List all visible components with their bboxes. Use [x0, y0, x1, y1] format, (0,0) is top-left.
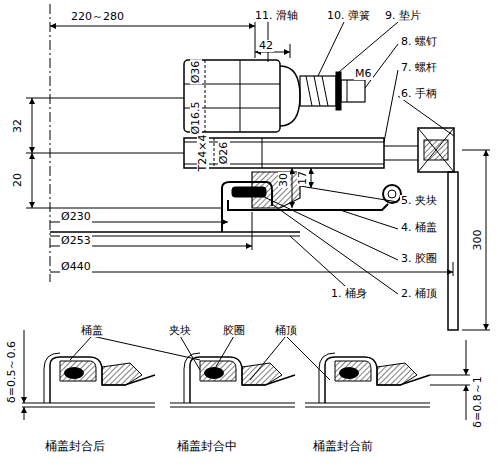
part-label: 8. 螺钉	[400, 36, 438, 48]
part-label: 11. 滑轴	[254, 10, 299, 22]
dimension-label: Ø36	[190, 60, 202, 85]
dimension-label: Ø253	[60, 235, 92, 247]
dimension-label: Ø230	[60, 211, 92, 223]
part-label: 2. 桶顶	[400, 288, 438, 300]
dimension-label: 30	[278, 172, 290, 188]
dimension-label: Ø16.5	[190, 100, 202, 135]
part-label: 夹块	[168, 325, 192, 337]
dimension-label: Ø440	[60, 261, 92, 273]
dimension-label: 17	[297, 170, 309, 186]
dimension-label: 32	[12, 118, 24, 134]
part-label: 1. 桶身	[330, 288, 368, 300]
view-caption: 桶盖封合后	[44, 440, 106, 453]
part-label: 3. 胶圈	[400, 253, 438, 265]
part-label: 胶圈	[222, 325, 246, 337]
dimension-label: δ=0.8～1	[472, 375, 484, 428]
part-label: 5. 夹块	[400, 195, 438, 207]
dimension-label: δ=0.5～0.6	[6, 340, 18, 404]
part-label: 桶顶	[274, 325, 298, 337]
dimension-label: 42	[258, 40, 274, 52]
dimension-label: 300	[472, 229, 484, 252]
part-label: 桶盖	[80, 325, 104, 337]
dimension-label: 20	[12, 172, 24, 188]
part-label: 7. 螺杆	[400, 62, 438, 74]
dimension-label: 220～280	[70, 11, 125, 23]
view-caption: 桶盖封合前	[312, 440, 374, 453]
dimension-label: T24×4	[197, 134, 209, 173]
part-label: 9. 垫片	[384, 10, 422, 22]
dimension-label: M6	[354, 68, 373, 80]
part-label: 4. 桶盖	[400, 222, 438, 234]
part-label: 6. 手柄	[400, 88, 438, 100]
part-label: 10. 弹簧	[326, 10, 371, 22]
dimension-label: Ø26	[218, 141, 230, 166]
view-caption: 桶盖封合中	[176, 440, 238, 453]
